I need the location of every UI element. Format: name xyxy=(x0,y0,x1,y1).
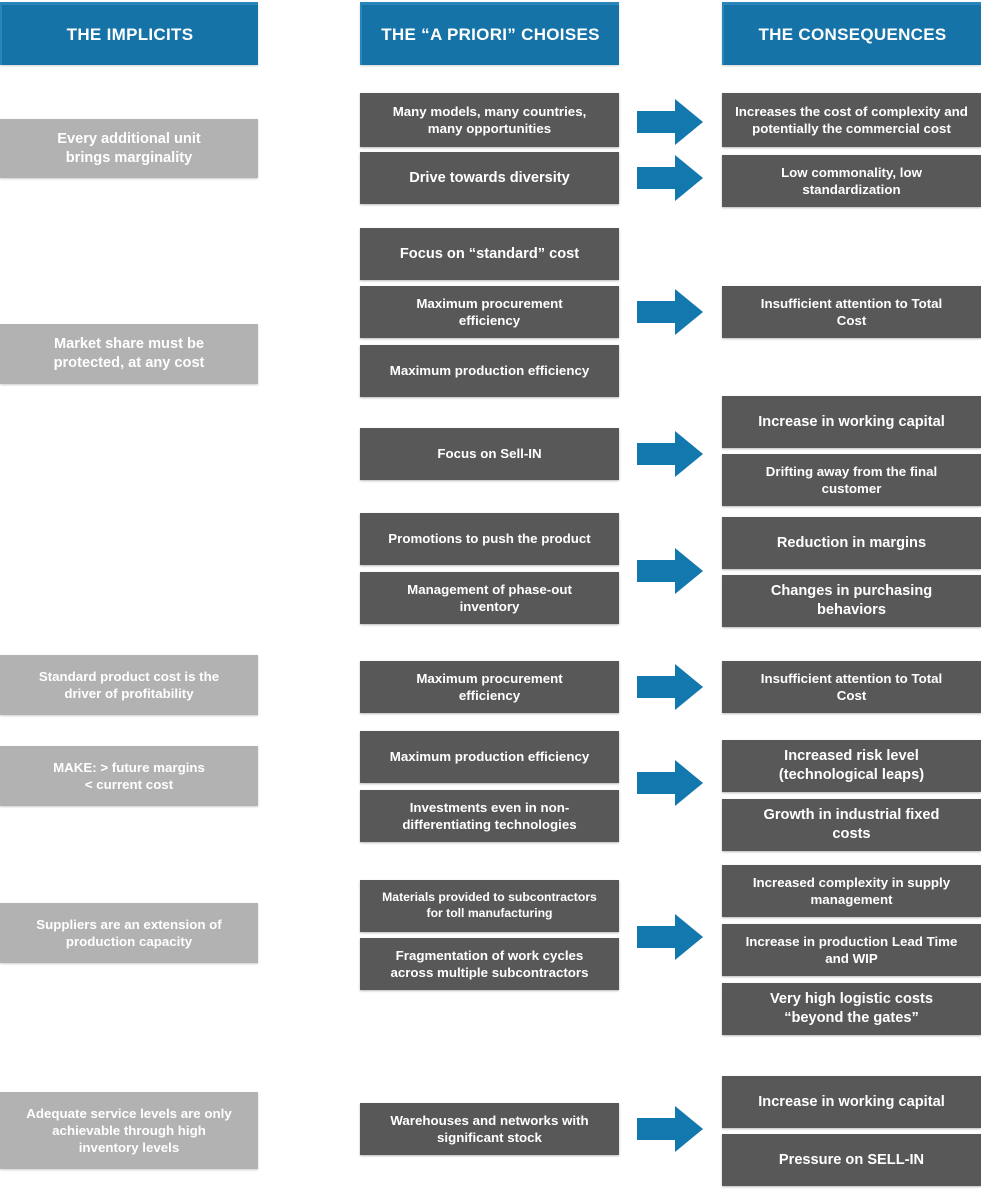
implicit-box: Market share must be protected, at any c… xyxy=(0,324,258,384)
choise-box: Materials provided to subcontractors for… xyxy=(360,880,619,932)
choise-box: Focus on “standard” cost xyxy=(360,228,619,280)
flow-arrow-icon xyxy=(637,1103,703,1155)
consequence-box: Increase in working capital xyxy=(722,396,981,448)
column-header-consequences: THE CONSEQUENCES xyxy=(722,2,981,65)
choise-box: Warehouses and networks with significant… xyxy=(360,1103,619,1155)
choise-box: Investments even in non- differentiating… xyxy=(360,790,619,842)
consequence-box: Growth in industrial fixed costs xyxy=(722,799,981,851)
consequence-box: Increased risk level (technological leap… xyxy=(722,740,981,792)
consequence-box: Increase in production Lead Time and WIP xyxy=(722,924,981,976)
flow-arrow-icon xyxy=(637,911,703,963)
consequence-box: Increase in working capital xyxy=(722,1076,981,1128)
choise-box: Maximum procurement efficiency xyxy=(360,661,619,713)
column-header-implicits: THE IMPLICITS xyxy=(0,2,258,65)
choise-box: Fragmentation of work cycles across mult… xyxy=(360,938,619,990)
choise-box: Management of phase-out inventory xyxy=(360,572,619,624)
column-header-choises: THE “A PRIORI” CHOISES xyxy=(360,2,619,65)
choise-box: Focus on Sell-IN xyxy=(360,428,619,480)
choise-box: Maximum production efficiency xyxy=(360,345,619,397)
consequence-box: Low commonality, low standardization xyxy=(722,155,981,207)
choise-box: Promotions to push the product xyxy=(360,513,619,565)
flow-arrow-icon xyxy=(637,545,703,597)
implicit-box: MAKE: > future margins < current cost xyxy=(0,746,258,806)
consequence-box: Very high logistic costs “beyond the gat… xyxy=(722,983,981,1035)
consequence-box: Pressure on SELL-IN xyxy=(722,1134,981,1186)
consequence-box: Insufficient attention to Total Cost xyxy=(722,661,981,713)
choise-box: Maximum procurement efficiency xyxy=(360,286,619,338)
implicit-box: Suppliers are an extension of production… xyxy=(0,903,258,963)
implicit-box: Standard product cost is the driver of p… xyxy=(0,655,258,715)
consequence-box: Changes in purchasing behaviors xyxy=(722,575,981,627)
flow-arrow-icon xyxy=(637,661,703,713)
choise-box: Drive towards diversity xyxy=(360,152,619,204)
flow-arrow-icon xyxy=(637,96,703,148)
choise-box: Many models, many countries, many opport… xyxy=(360,93,619,147)
consequence-box: Increases the cost of complexity and pot… xyxy=(722,93,981,147)
consequence-box: Increased complexity in supply managemen… xyxy=(722,865,981,917)
consequence-box: Drifting away from the final customer xyxy=(722,454,981,506)
choise-box: Maximum production efficiency xyxy=(360,731,619,783)
implicit-box: Every additional unit brings marginality xyxy=(0,119,258,178)
consequence-box: Insufficient attention to Total Cost xyxy=(722,286,981,338)
implicit-box: Adequate service levels are only achieva… xyxy=(0,1092,258,1169)
flow-arrow-icon xyxy=(637,286,703,338)
flow-arrow-icon xyxy=(637,428,703,480)
flow-arrow-icon xyxy=(637,757,703,809)
flow-arrow-icon xyxy=(637,152,703,204)
consequence-box: Reduction in margins xyxy=(722,517,981,569)
